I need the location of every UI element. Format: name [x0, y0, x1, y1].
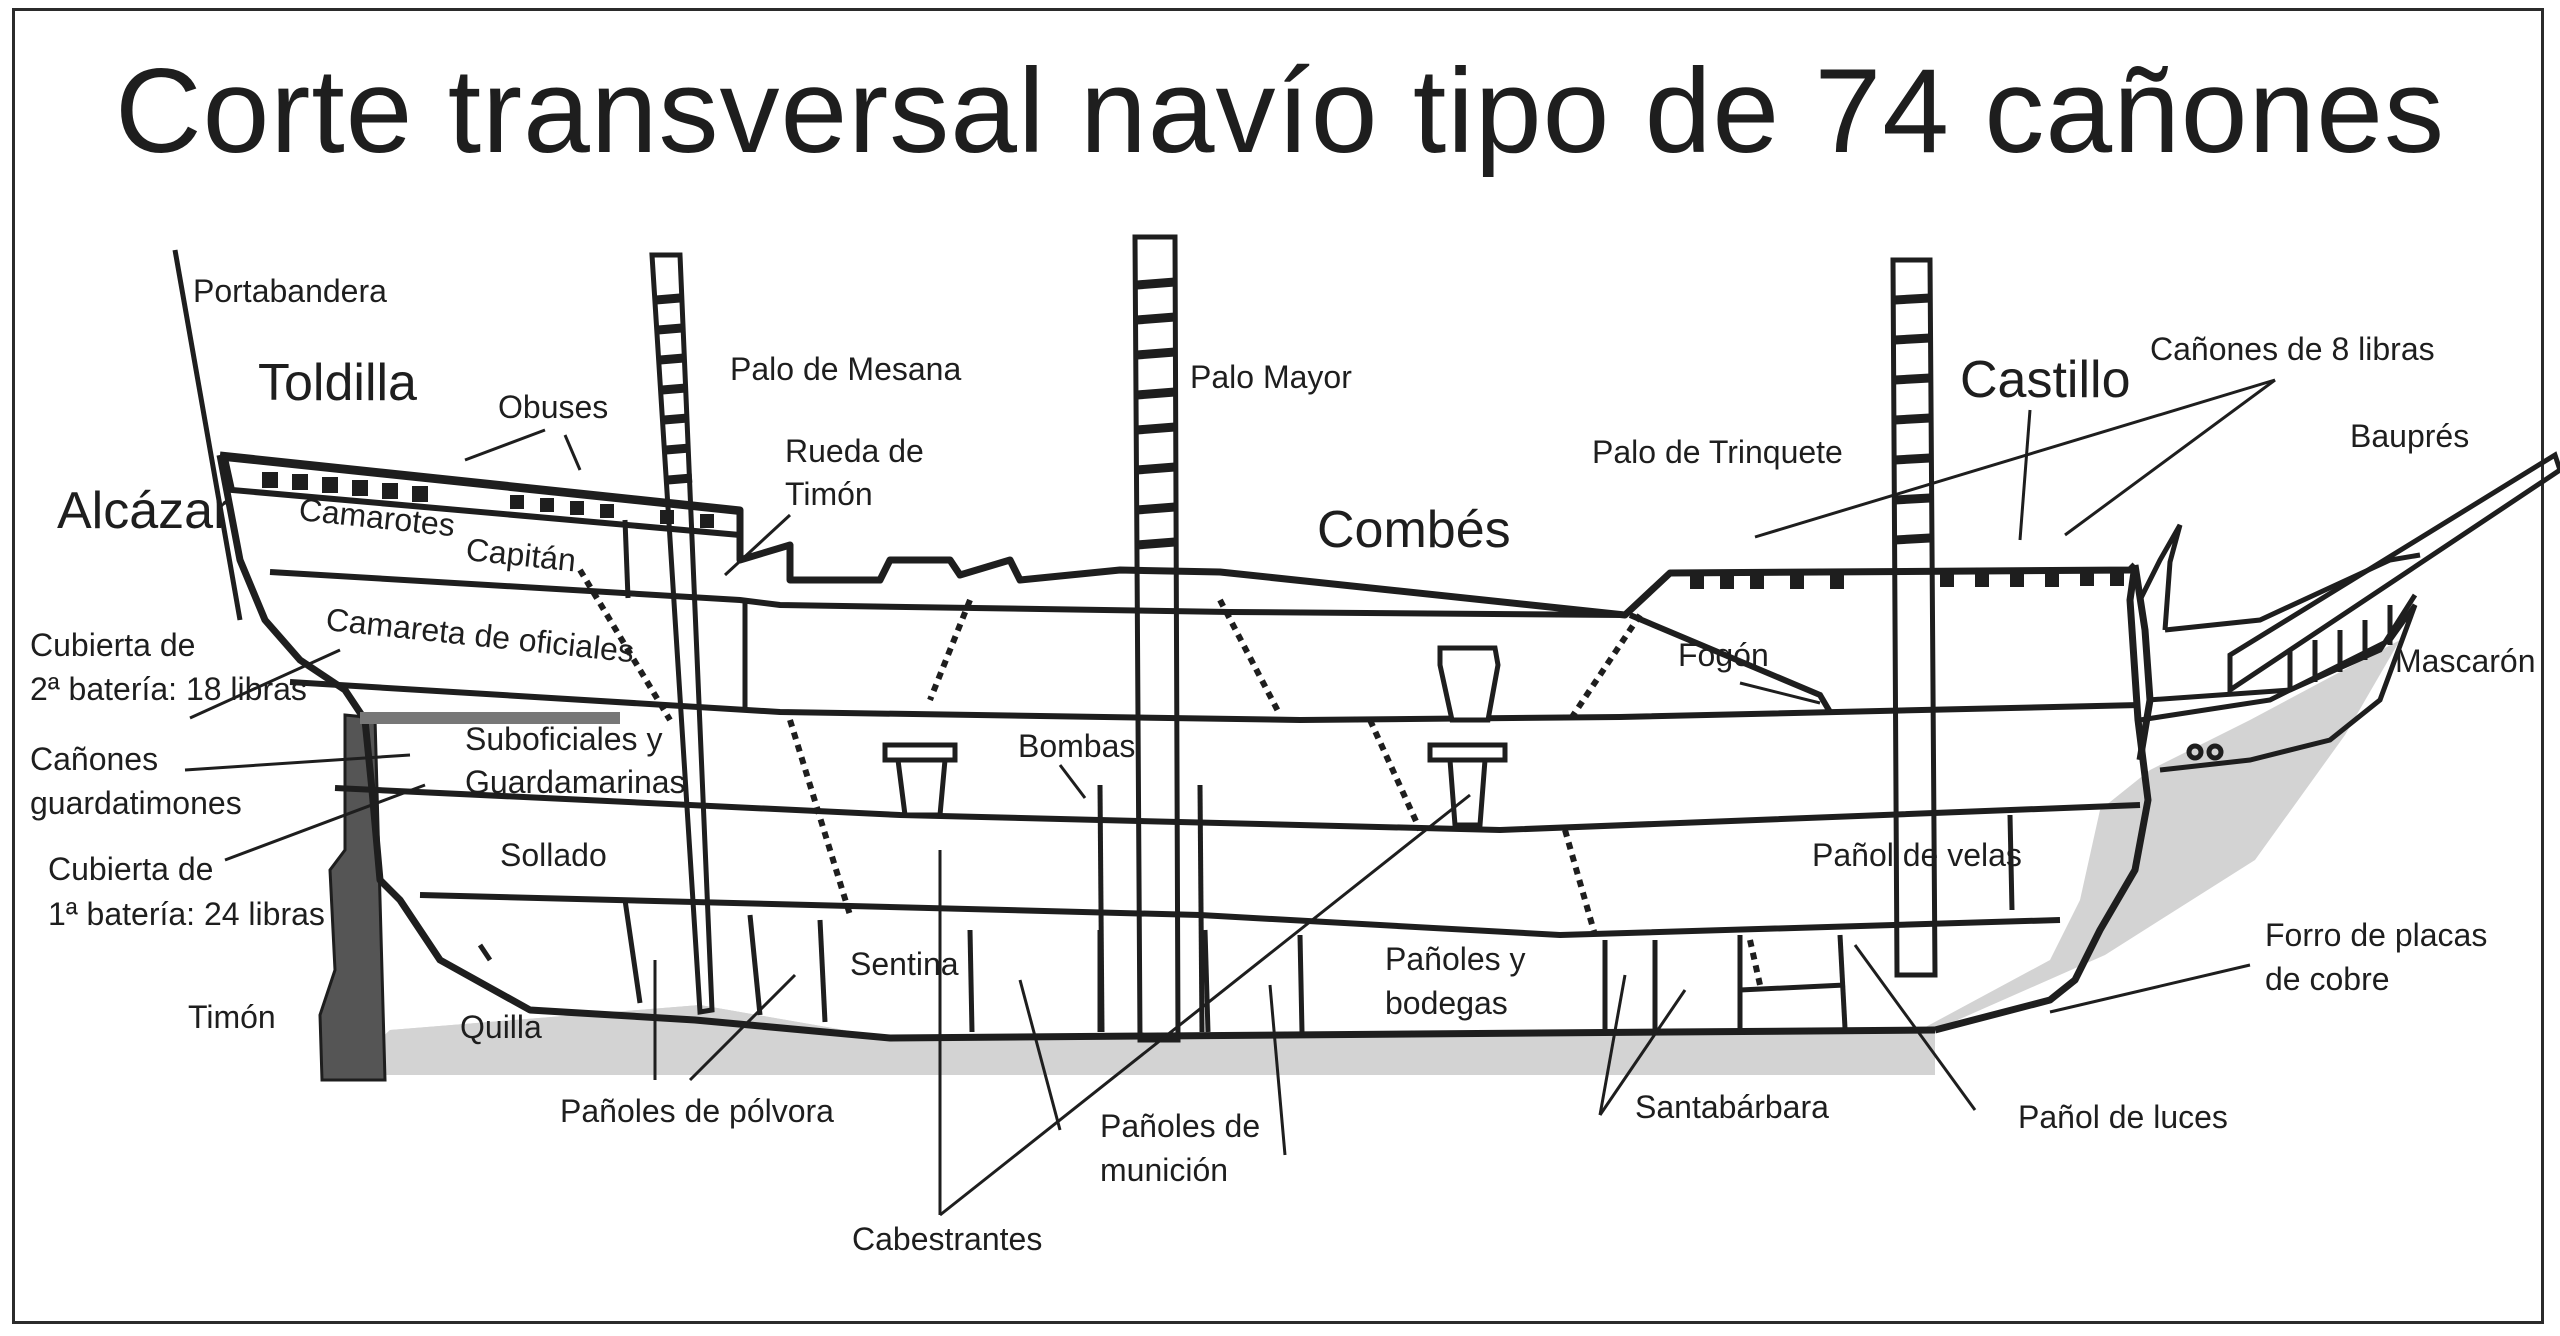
label-combes: Combés: [1317, 501, 1511, 559]
labels: Portabandera Toldilla Obuses Palo de Mes…: [30, 273, 2536, 1257]
label-camareta: Camareta de oficiales: [324, 601, 636, 669]
label-palo-mayor: Palo Mayor: [1190, 359, 1352, 395]
gunport-row-fore: [1690, 572, 2124, 589]
label-capitan: Capitán: [464, 531, 577, 578]
label-panol-velas: Pañol de velas: [1812, 837, 2022, 873]
aft-gallery: [222, 455, 741, 538]
label-panoles-municion-1: Pañoles de: [1100, 1108, 1260, 1144]
ladders: [577, 568, 1763, 986]
label-forro-1: Forro de placas: [2265, 917, 2487, 953]
label-canones-8: Cañones de 8 libras: [2150, 331, 2435, 367]
masts: [172, 234, 1938, 1043]
hull-outline: [216, 451, 2154, 1042]
diagram-frame: [12, 8, 2544, 1324]
label-mascaron: Mascarón: [2395, 643, 2536, 679]
label-panoles-bodegas-1: Pañoles y: [1385, 941, 1526, 977]
label-forro-2: de cobre: [2265, 961, 2390, 997]
label-rueda-timon-1: Rueda de: [785, 433, 924, 469]
label-castillo: Castillo: [1960, 351, 2131, 409]
label-alcazar: Alcázar: [57, 482, 230, 540]
label-suboficiales-1: Suboficiales y: [465, 721, 662, 757]
label-rueda-timon-2: Timón: [785, 476, 873, 512]
diagram-title: Corte transversal navío tipo de 74 cañon…: [114, 44, 2446, 178]
label-cubierta2-1: Cubierta de: [30, 627, 195, 663]
label-cubierta1-1: Cubierta de: [48, 851, 213, 887]
bulkheads: [477, 519, 2015, 1033]
label-baupres: Bauprés: [2350, 418, 2469, 454]
label-cubierta1-2: 1ª batería: 24 libras: [48, 896, 325, 932]
label-panoles-polvora: Pañoles de pólvora: [560, 1093, 834, 1129]
label-canones-guarda-2: guardatimones: [30, 785, 242, 821]
label-sollado: Sollado: [500, 837, 607, 873]
gunport-row-aft: [262, 472, 714, 528]
guardatimones-beam: [360, 712, 620, 724]
label-suboficiales-2: Guardamarinas: [465, 764, 686, 800]
bow-structure: [2137, 451, 2560, 773]
label-panoles-municion-2: munición: [1100, 1152, 1228, 1188]
leader-lines: [184, 378, 2276, 1217]
label-palo-mesana: Palo de Mesana: [730, 351, 961, 387]
label-bombas: Bombas: [1018, 728, 1135, 764]
label-quilla: Quilla: [460, 1009, 542, 1045]
label-panol-luces: Pañol de luces: [2018, 1099, 2228, 1135]
rudder: [318, 713, 387, 1082]
capstans: [882, 645, 1508, 828]
label-panoles-bodegas-2: bodegas: [1385, 985, 1508, 1021]
label-toldilla: Toldilla: [258, 354, 417, 412]
label-camarotes: Camarotes: [297, 491, 456, 543]
label-timon: Timón: [188, 999, 276, 1035]
label-sentina: Sentina: [850, 946, 959, 982]
label-cubierta2-2: 2ª batería: 18 libras: [30, 671, 307, 707]
label-santabarbara: Santabárbara: [1635, 1089, 1829, 1125]
label-obuses: Obuses: [498, 389, 608, 425]
label-portabandera: Portabandera: [193, 273, 387, 309]
label-palo-trinquete: Palo de Trinquete: [1592, 434, 1843, 470]
label-fogon: Fogón: [1678, 637, 1769, 673]
mast-rungs: [655, 277, 1931, 550]
label-canones-guarda-1: Cañones: [30, 741, 158, 777]
label-cabestrantes: Cabestrantes: [852, 1221, 1042, 1257]
